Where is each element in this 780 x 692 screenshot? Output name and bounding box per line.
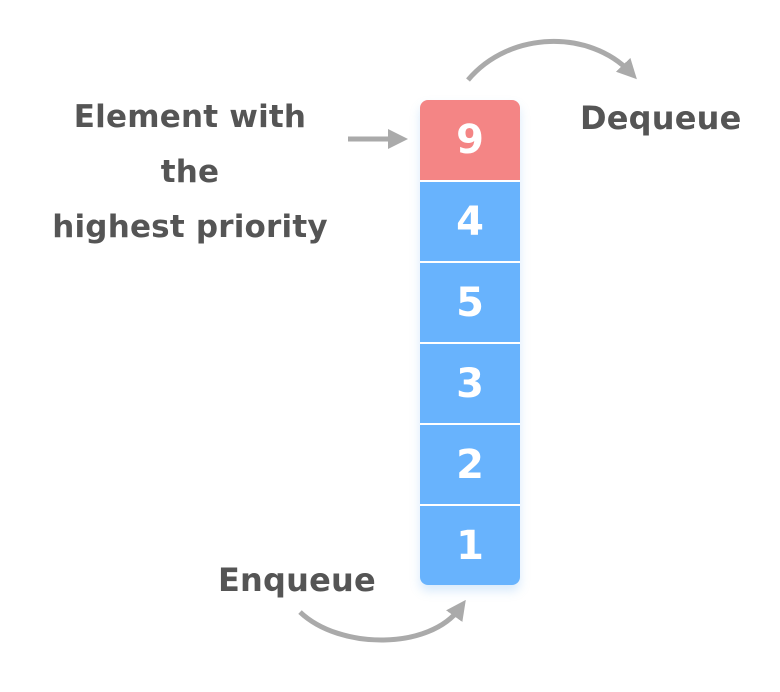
queue-cell: 4 <box>420 180 520 261</box>
highest-priority-label-line2: highest priority <box>52 209 328 245</box>
queue-cell-highest-priority: 9 <box>420 100 520 180</box>
queue-cell: 1 <box>420 504 520 585</box>
enqueue-arrow <box>298 599 466 643</box>
queue-cell: 5 <box>420 261 520 342</box>
queue-cell: 3 <box>420 342 520 423</box>
highest-priority-label: Element with the highest priority <box>40 90 340 255</box>
dequeue-arrow <box>466 38 637 82</box>
queue-cell: 2 <box>420 423 520 504</box>
priority-queue: 9 4 5 3 2 1 <box>420 100 520 585</box>
dequeue-label: Dequeue <box>580 99 742 137</box>
highest-priority-label-line1: Element with the <box>73 99 307 190</box>
enqueue-label: Enqueue <box>218 561 376 599</box>
